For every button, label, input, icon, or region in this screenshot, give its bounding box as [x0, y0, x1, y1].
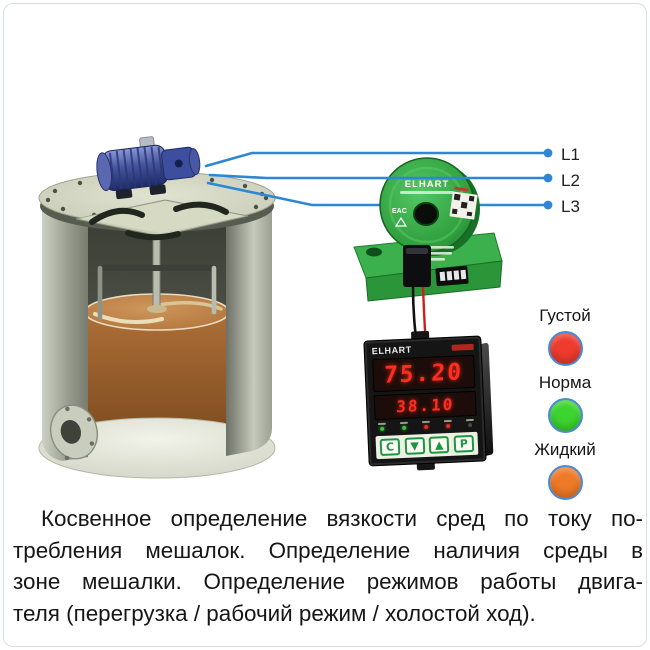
led-green-2 — [402, 425, 407, 431]
indicator-thin-label: Жидкий — [534, 440, 596, 459]
meter-status-leds — [375, 418, 477, 433]
meter-display-secondary: 38.10 — [373, 390, 477, 421]
agitator — [97, 199, 217, 321]
indicator-thick: Густой — [500, 306, 630, 366]
meter-button-prog[interactable]: P — [453, 434, 475, 453]
tank-wall-left — [42, 202, 88, 461]
l2-terminal — [543, 173, 553, 183]
indicator-normal-label: Норма — [538, 373, 592, 392]
warning-triangle-icon — [394, 216, 408, 227]
meter-value-primary: 75.20 — [383, 358, 464, 389]
caption-line-3: зоне мешалки. Определение режимов работы… — [13, 569, 643, 594]
led-red-2 — [446, 423, 451, 429]
caption-line-1: Косвенное определение вязкости сред по т… — [41, 506, 643, 531]
mixing-tank — [38, 136, 276, 479]
l3-terminal — [543, 200, 553, 210]
l1-terminal — [543, 148, 553, 158]
led-off — [468, 422, 473, 428]
label-l2: L2 — [561, 171, 580, 190]
motor — [96, 136, 201, 200]
dip-switch — [435, 265, 469, 287]
ct-aperture — [413, 202, 439, 226]
meter-value-secondary: 38.10 — [395, 394, 455, 417]
label-l1: L1 — [561, 145, 580, 164]
outlet-flange — [49, 404, 99, 461]
indicator-thick-lamp — [547, 331, 583, 366]
eac-mark: EAC — [392, 208, 407, 215]
process-diagram: ELHART EAC — [38, 136, 580, 479]
power-line-l1 — [204, 151, 550, 168]
meter-keypad: C ▼ ▲ P — [375, 431, 479, 460]
ct-connector — [403, 245, 431, 287]
qr-code — [449, 186, 478, 220]
meter-brand-label: ELHART — [371, 344, 413, 357]
tank-wall-right — [226, 204, 272, 456]
current-transformer: ELHART EAC — [353, 157, 503, 302]
meter-model-badge — [451, 343, 474, 351]
indicator-thin-lamp — [547, 465, 583, 500]
power-line-l2 — [208, 173, 550, 180]
indicator-thick-label: Густой — [539, 306, 591, 325]
meter-display-primary: 75.20 — [372, 354, 476, 393]
caption-line-4: теля (перегрузка / рабочий режим / холос… — [13, 600, 536, 626]
meter-button-down[interactable]: ▼ — [404, 437, 425, 455]
mounting-slot — [366, 247, 382, 257]
ct-brand-label: ELHART — [405, 179, 450, 190]
meter-button-up[interactable]: ▲ — [428, 435, 450, 454]
caption-line-2: требления мешалок. Определение наличия с… — [13, 537, 643, 563]
caption: Косвенное определение вязкости сред по т… — [13, 503, 643, 629]
indicator-thin: Жидкий — [500, 440, 630, 500]
viscosity-indicators: Густой Норма Жидкий — [500, 306, 630, 500]
indicator-normal-lamp — [547, 398, 583, 433]
label-l3: L3 — [561, 197, 580, 216]
led-red-1 — [424, 424, 429, 430]
meter-bezel: ELHART 75.20 38.10 C ▼ ▲ P — [363, 335, 487, 467]
meter-button-cancel[interactable]: C — [379, 438, 401, 456]
panel-meter: ELHART 75.20 38.10 C ▼ ▲ P — [363, 330, 494, 471]
led-green-1 — [380, 426, 385, 431]
indicator-normal: Норма — [500, 373, 630, 433]
